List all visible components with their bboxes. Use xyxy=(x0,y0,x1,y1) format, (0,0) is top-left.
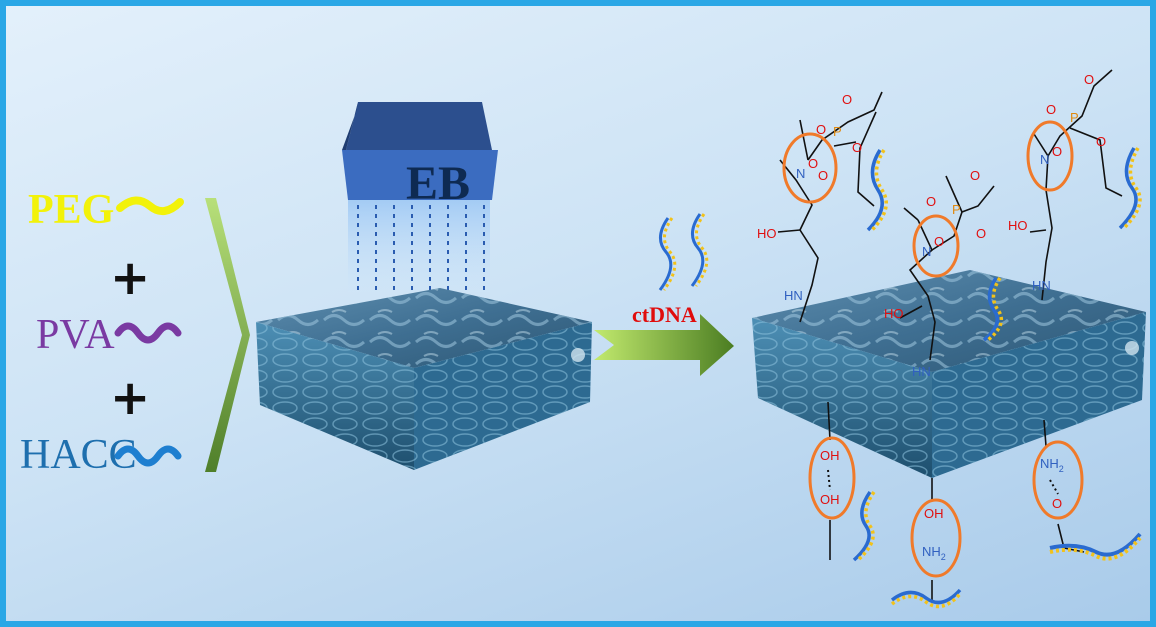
plus-sign: + xyxy=(110,250,151,306)
o-label: O xyxy=(976,226,986,241)
hydrogel-slab-left xyxy=(256,288,592,470)
oh-label: OH xyxy=(820,448,840,463)
ho-label: HO xyxy=(1008,218,1028,233)
n-plus-label: N xyxy=(796,166,805,181)
p-label: P xyxy=(952,202,961,217)
oh-label: OH xyxy=(924,506,944,521)
o-label: O xyxy=(1084,72,1094,87)
bound-dna-strands xyxy=(852,147,1142,609)
o-label: O xyxy=(970,168,980,183)
pva-wave xyxy=(114,322,182,344)
highlight-circles xyxy=(782,120,1084,578)
peg-label: PEG xyxy=(28,187,115,233)
o-label: O xyxy=(1096,134,1106,149)
hn-label: HN xyxy=(784,288,803,303)
pva-label: PVA xyxy=(36,312,115,358)
hydrogel-slab-right xyxy=(752,270,1146,478)
hbond-dashes xyxy=(827,469,1059,495)
o-minus-label: O xyxy=(808,156,818,171)
o-label: O xyxy=(818,168,828,183)
eb-source-top xyxy=(346,102,492,150)
combine-bracket xyxy=(205,198,250,472)
p-label: P xyxy=(833,124,842,139)
ho-label: HO xyxy=(884,306,904,321)
scene-graphics: HO HN N O O O P O O HO HN N O O P O O HO… xyxy=(114,69,1146,609)
nh2-label: NH2 xyxy=(922,544,946,562)
o-minus-label: O xyxy=(1052,144,1062,159)
p-label: P xyxy=(1070,110,1079,125)
o-label: O xyxy=(1046,102,1056,117)
o-label: O xyxy=(1052,496,1062,511)
oh-label: OH xyxy=(820,492,840,507)
o-label: O xyxy=(816,122,826,137)
eb-source-body xyxy=(342,150,498,200)
n-plus-label: N xyxy=(922,244,931,259)
ctdna-strands-icon xyxy=(658,213,709,291)
o-minus-label: O xyxy=(934,234,944,249)
process-arrow xyxy=(594,314,734,376)
nh2-label: NH2 xyxy=(1040,456,1064,474)
o-label: O xyxy=(852,140,862,155)
hacc-label: HACC xyxy=(20,432,137,478)
o-label: O xyxy=(926,194,936,209)
eb-beam xyxy=(348,200,490,292)
hacc-wave xyxy=(114,445,182,467)
n-plus-label: N xyxy=(1040,152,1049,167)
chem-bonds xyxy=(777,69,1123,600)
ho-label: HO xyxy=(757,226,777,241)
plus-sign: + xyxy=(110,370,151,426)
o-label: O xyxy=(842,92,852,107)
ctdna-label: ctDNA xyxy=(632,302,697,327)
hn-label: HN xyxy=(1032,278,1051,293)
hn-label: HN xyxy=(912,364,931,379)
eb-label: EB xyxy=(406,157,471,210)
peg-wave xyxy=(116,196,184,216)
